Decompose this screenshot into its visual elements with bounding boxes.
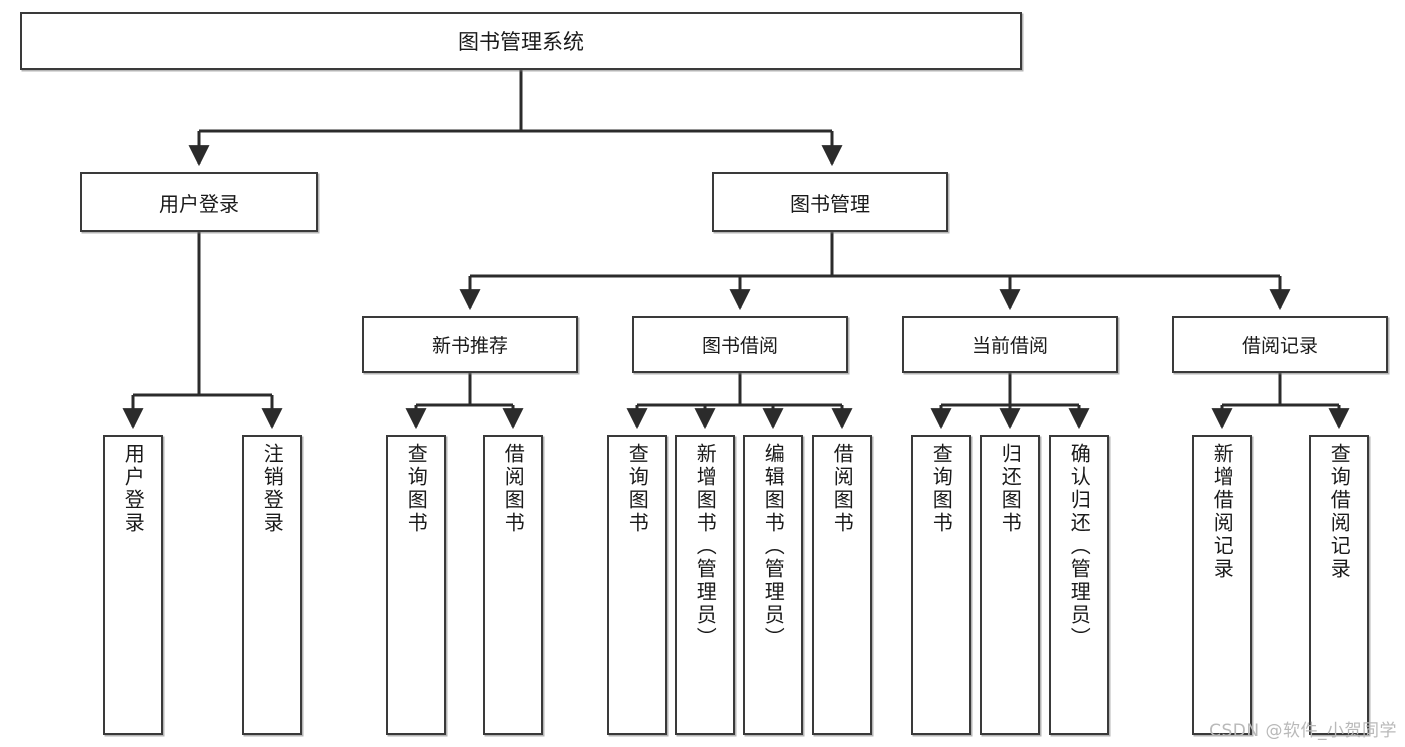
leaf-label: 查询借阅记录: [1327, 443, 1352, 581]
leaf-label: 归还图书: [998, 443, 1023, 535]
leaf-user-login[interactable]: 用户登录: [103, 435, 163, 735]
leaf-borrow-book[interactable]: 借阅图书: [812, 435, 872, 735]
node-label: 图书管理: [790, 191, 870, 216]
leaf-confirm-return[interactable]: 确认归还（管理员）: [1049, 435, 1109, 735]
leaf-add-borrow-record[interactable]: 新增借阅记录: [1192, 435, 1252, 735]
node-root-system[interactable]: 图书管理系统: [20, 12, 1022, 70]
node-label: 新书推荐: [431, 335, 508, 357]
leaf-query-book-current[interactable]: 查询图书: [911, 435, 971, 735]
node-label: 图书管理系统: [458, 30, 584, 54]
node-borrow-record[interactable]: 借阅记录: [1172, 316, 1388, 373]
node-book-borrow[interactable]: 图书借阅: [632, 316, 848, 373]
leaf-logout-login[interactable]: 注销登录: [242, 435, 302, 735]
leaf-query-book-recommend[interactable]: 查询图书: [386, 435, 446, 735]
leaf-edit-book[interactable]: 编辑图书（管理员）: [743, 435, 803, 735]
node-book-manage[interactable]: 图书管理: [712, 172, 948, 232]
node-user-login[interactable]: 用户登录: [80, 172, 318, 232]
leaf-query-borrow-record[interactable]: 查询借阅记录: [1309, 435, 1369, 735]
node-label: 借阅记录: [1241, 335, 1318, 357]
node-label: 当前借阅: [971, 335, 1048, 357]
leaf-return-book[interactable]: 归还图书: [980, 435, 1040, 735]
node-new-book-recommend[interactable]: 新书推荐: [362, 316, 578, 373]
leaf-label: 借阅图书: [501, 443, 526, 535]
leaf-label: 编辑图书（管理员）: [761, 443, 786, 650]
node-label: 用户登录: [159, 191, 239, 216]
node-current-borrow[interactable]: 当前借阅: [902, 316, 1118, 373]
leaf-label: 新增图书（管理员）: [693, 443, 718, 650]
leaf-label: 确认归还（管理员）: [1067, 443, 1092, 650]
leaf-label: 用户登录: [121, 443, 146, 535]
leaf-label: 查询图书: [625, 443, 650, 535]
leaf-label: 查询图书: [929, 443, 954, 535]
csdn-watermark: CSDN @软件_小贺同学: [1209, 721, 1397, 741]
leaf-add-book[interactable]: 新增图书（管理员）: [675, 435, 735, 735]
node-label: 图书借阅: [701, 335, 778, 357]
leaf-query-book-borrow[interactable]: 查询图书: [607, 435, 667, 735]
leaf-borrow-book-recommend[interactable]: 借阅图书: [483, 435, 543, 735]
leaf-label: 借阅图书: [830, 443, 855, 535]
leaf-label: 查询图书: [404, 443, 429, 535]
leaf-label: 注销登录: [260, 443, 285, 535]
leaf-label: 新增借阅记录: [1210, 443, 1235, 581]
